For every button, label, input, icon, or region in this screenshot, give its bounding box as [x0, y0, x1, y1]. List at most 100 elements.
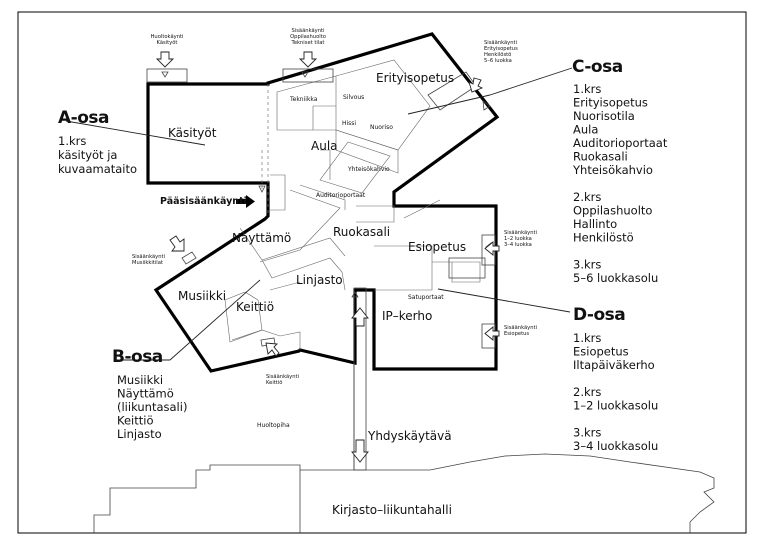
ent-luokka14-line: Sisäänkäynti [504, 230, 537, 236]
ent-esiopetus-line: Esiopetus [504, 331, 529, 337]
list-a-line: käsityöt ja [58, 148, 117, 162]
list-d-line: 3–4 luokkasolu [573, 439, 658, 453]
ent-erityisopetus-line: 5–6 luokka [484, 58, 512, 64]
list-c-line: 2.krs [573, 190, 601, 204]
list-d-line: 1–2 luokkasolu [573, 399, 658, 413]
area-huoltopiha: Huoltopiha [257, 422, 290, 429]
section-a-title: A-osa [58, 108, 109, 128]
room-kasityot: Käsityöt [168, 126, 217, 140]
list-b-line: Linjasto [117, 427, 162, 441]
list-c-line: Hallinto [573, 217, 617, 231]
room-linjasto: Linjasto [296, 273, 343, 287]
list-d-line: 2.krs [573, 385, 601, 399]
ent-luokka14-line: 3–4 luokka [504, 242, 532, 248]
interior-partitions [224, 59, 481, 350]
entrance-markers [146, 68, 496, 349]
list-c-line: Aula [573, 123, 598, 137]
section-b-list: MusiikkiNäyttämö(liikuntasali)KeittiöLin… [117, 373, 187, 441]
list-a-line: kuvaamataito [58, 162, 137, 176]
list-c-line: Erityisopetus [573, 96, 648, 110]
room-erityisopetus: Erityisopetus [376, 71, 454, 85]
ent-oppilashuolto-line: Sisäänkäynti [291, 28, 324, 34]
section-b-title: B-osa [112, 347, 163, 367]
ent-luokka14-line: 1–2 luokka [504, 236, 532, 242]
room-ruokasali: Ruokasali [333, 225, 390, 239]
section-c-title: C-osa [572, 57, 623, 77]
room-satuportaat: Satuportaat [408, 294, 444, 301]
ent-erityisopetus-line: Henkilöstö [484, 52, 511, 58]
list-c-line: Nuorisotila [573, 109, 635, 123]
room-silvous: Silvous [343, 94, 364, 101]
up-left-arrow-icon [265, 342, 280, 357]
room-hissi: Hissi [342, 120, 356, 127]
list-c-line: Auditorioportaat [573, 136, 668, 150]
list-c-line: Oppilashuolto [573, 204, 652, 218]
building-outline [146, 32, 500, 373]
leader-lines [65, 67, 573, 361]
list-c-line: Henkilöstö [573, 231, 634, 245]
list-c-line: Ruokasali [573, 150, 628, 164]
left-arrow-icon [484, 241, 500, 256]
ent-esiopetus-line: Sisäänkäynti [504, 325, 537, 331]
ent-musiikki-line: Sisäänkäynti [132, 254, 165, 260]
list-c-line: Yhteisökahvio [572, 163, 653, 177]
list-d-line: 3.krs [573, 426, 601, 440]
down-right-arrow-icon [169, 235, 185, 252]
list-c-line: 1.krs [573, 82, 601, 96]
ent-musiikki-line: Musiikkitilat [132, 260, 163, 266]
room-esiopetus: Esiopetus [408, 240, 466, 254]
room-musiikki: Musiikki [178, 289, 226, 303]
list-d-line: Esiopetus [573, 345, 629, 359]
down-arrow-icon [155, 51, 175, 68]
room-nayttamo: Näyttämö [232, 231, 291, 245]
section-d-title: D-osa [573, 305, 625, 325]
down-arrow-icon [298, 51, 318, 68]
list-b-line: Näyttämö [117, 387, 174, 401]
entrance-arrows [155, 51, 500, 463]
list-a-line: 1.krs [58, 134, 86, 148]
library-hall-outline [93, 453, 715, 533]
list-c-line: 3.krs [573, 258, 601, 272]
left-arrow-icon [484, 326, 500, 341]
list-b-line: (liikuntasali) [117, 400, 187, 414]
section-c-list: 1.krsErityisopetusNuorisotilaAulaAuditor… [572, 82, 668, 285]
ent-keittio-line: Sisäänkäynti [266, 374, 299, 380]
page-frame [17, 11, 747, 534]
ent-oppilashuolto-line: Oppilashuolto [290, 34, 326, 40]
main-entrance-arrow-icon [236, 195, 255, 208]
ent-keittio-line: Keittiö [266, 380, 282, 386]
room-keittio: Keittiö [236, 300, 274, 314]
list-d-line: 1.krs [573, 331, 601, 345]
ent-kasityot-line: Käsityöt [157, 40, 178, 46]
room-auditorioportaat: Auditorioportaat [316, 192, 366, 199]
corridor-yhdyskaytava: Yhdyskäytävä [367, 429, 452, 443]
library-hall-label: Kirjasto–liikuntahalli [332, 503, 452, 517]
list-c-line: 5–6 luokkasolu [573, 271, 658, 285]
down-arrow-icon [351, 439, 369, 463]
main-entrance-label: Pääsisäänkäynti [160, 196, 247, 207]
room-tekniikka: Tekniikka [289, 96, 318, 103]
ent-erityisopetus-line: Sisäänkäynti [484, 40, 517, 46]
room-aula: Aula [311, 139, 338, 153]
up-arrow-icon [351, 307, 369, 327]
list-b-line: Keittiö [117, 414, 154, 428]
ent-oppilashuolto-line: Tekniset tilat [291, 40, 325, 46]
list-d-line: Iltapäiväkerho [573, 358, 655, 372]
ent-erityisopetus-line: Erityisopetus [484, 46, 518, 52]
room-ip-kerho: IP–kerho [382, 309, 432, 323]
list-b-line: Musiikki [117, 373, 163, 387]
ent-kasityot-line: Huoltokäynti [151, 34, 184, 40]
room-nuoriso: Nuoriso [370, 124, 393, 131]
room-yhteisokahvio: Yhteisökahvio [347, 166, 390, 173]
down-arrow-icon [468, 77, 484, 93]
